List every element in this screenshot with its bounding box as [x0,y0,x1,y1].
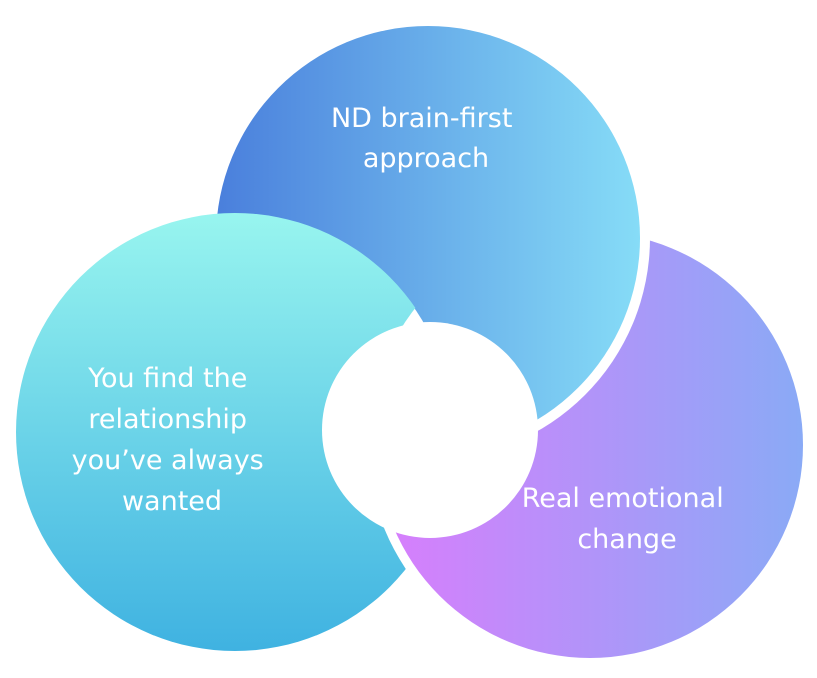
segment-right: Real emotional change [377,232,803,658]
segment-left-label: You find the relationship you’ve always … [72,363,273,517]
segment-right-label: Real emotional change [522,483,733,555]
segment-right-shape [377,232,803,658]
segment-top-label: ND brain-first approach [331,103,521,174]
segment-left-shape [16,213,454,651]
segment-left: You find the relationship you’ve always … [16,213,454,651]
